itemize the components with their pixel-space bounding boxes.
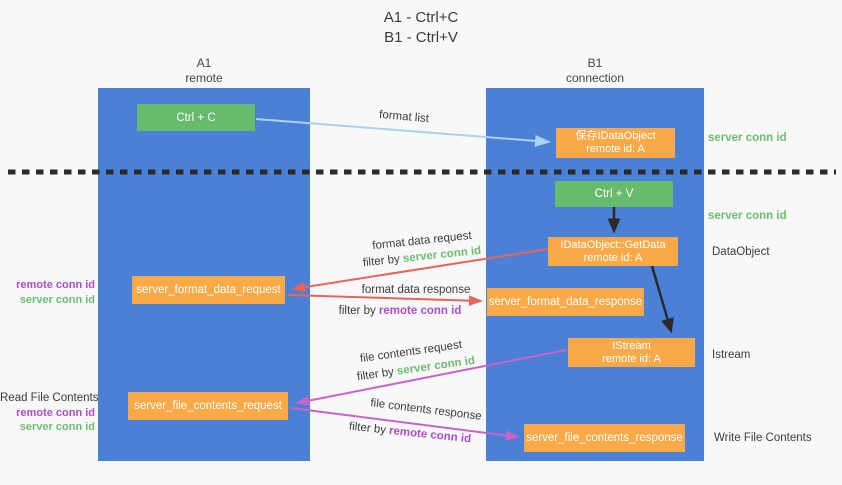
remote-conn-id-left-top: remote conn id	[16, 279, 95, 291]
filter-by-remote-conn-top-label: filter by remote conn id	[339, 305, 462, 317]
ctrl-v-label: Ctrl + V	[594, 188, 634, 200]
column-a1-role: remote	[185, 71, 223, 85]
title-line-1: A1 - Ctrl+C	[383, 9, 459, 26]
filter-by-text: filter by	[348, 420, 390, 437]
filter-by-text: filter by	[338, 305, 379, 317]
getdata-line1: IDataObject::GetData	[560, 238, 666, 251]
getdata-line2: remote id: A	[583, 251, 643, 264]
remote-conn-id-left-bottom: remote conn id	[16, 406, 95, 419]
format-data-response-label: format data response	[361, 284, 471, 296]
ctrl-c-label: Ctrl + C	[176, 111, 216, 124]
format-request-node: server_format_data_request	[132, 276, 285, 304]
write-file-contents-annotation: Write File Contents	[714, 432, 812, 444]
file-contents-response-label: file contents response	[369, 397, 483, 423]
format-response-node: server_format_data_response	[487, 288, 644, 316]
column-a1-id: A1	[196, 56, 212, 70]
format-request-label: server_format_data_request	[136, 284, 281, 296]
istream-node: IStream remote id: A	[568, 338, 695, 367]
read-file-contents-annotation: Read File Contents	[0, 392, 99, 404]
file-request-node: server_file_contents_request	[128, 392, 288, 420]
file-response-node: server_file_contents_response	[524, 424, 685, 452]
filter-by-text: filter by	[362, 253, 404, 270]
format-response-label: server_format_data_response	[488, 296, 643, 308]
left-conn-id-group-bottom: Read File Contents remote conn id server…	[0, 391, 99, 435]
dataobject-annotation: DataObject	[712, 246, 770, 258]
server-conn-id-right-mid: server conn id	[708, 210, 787, 222]
remote-conn-id-text: remote conn id	[378, 305, 462, 317]
title-line-2: B1 - Ctrl+V	[384, 29, 458, 46]
column-header-a1: A1 remote	[144, 56, 264, 86]
remote-conn-id-text: remote conn id	[388, 424, 472, 446]
server-conn-id-right-top: server conn id	[708, 132, 787, 144]
server-conn-id-left-top: server conn id	[19, 293, 95, 306]
getdata-node: IDataObject::GetData remote id: A	[548, 237, 678, 266]
save-dataobject-node: 保存IDataObject remote id: A	[556, 128, 675, 158]
save-dataobject-line1: 保存IDataObject	[575, 130, 656, 142]
file-response-label: server_file_contents_response	[526, 432, 683, 444]
column-b1-role: connection	[565, 71, 625, 85]
format-list-label: format list	[378, 108, 430, 126]
column-header-b1: B1 connection	[535, 56, 655, 86]
ctrl-v-node: Ctrl + V	[555, 181, 673, 207]
save-dataobject-line2: remote id: A	[586, 143, 645, 155]
filter-by-text: filter by	[356, 365, 398, 384]
file-request-label: server_file_contents_request	[134, 400, 282, 412]
column-b1-id: B1	[587, 56, 603, 70]
diagram-title: A1 - Ctrl+C B1 - Ctrl+V	[0, 8, 842, 48]
filter-by-remote-conn-bottom-label: filter by remote conn id	[348, 421, 471, 446]
istream-line1: IStream	[612, 339, 651, 352]
istream-annotation: Istream	[712, 349, 751, 361]
ctrl-c-node: Ctrl + C	[137, 104, 255, 131]
server-conn-id-left-bottom: server conn id	[19, 421, 95, 433]
istream-line2: remote id: A	[602, 352, 661, 365]
left-conn-id-group-top: remote conn id server conn id	[0, 278, 95, 307]
